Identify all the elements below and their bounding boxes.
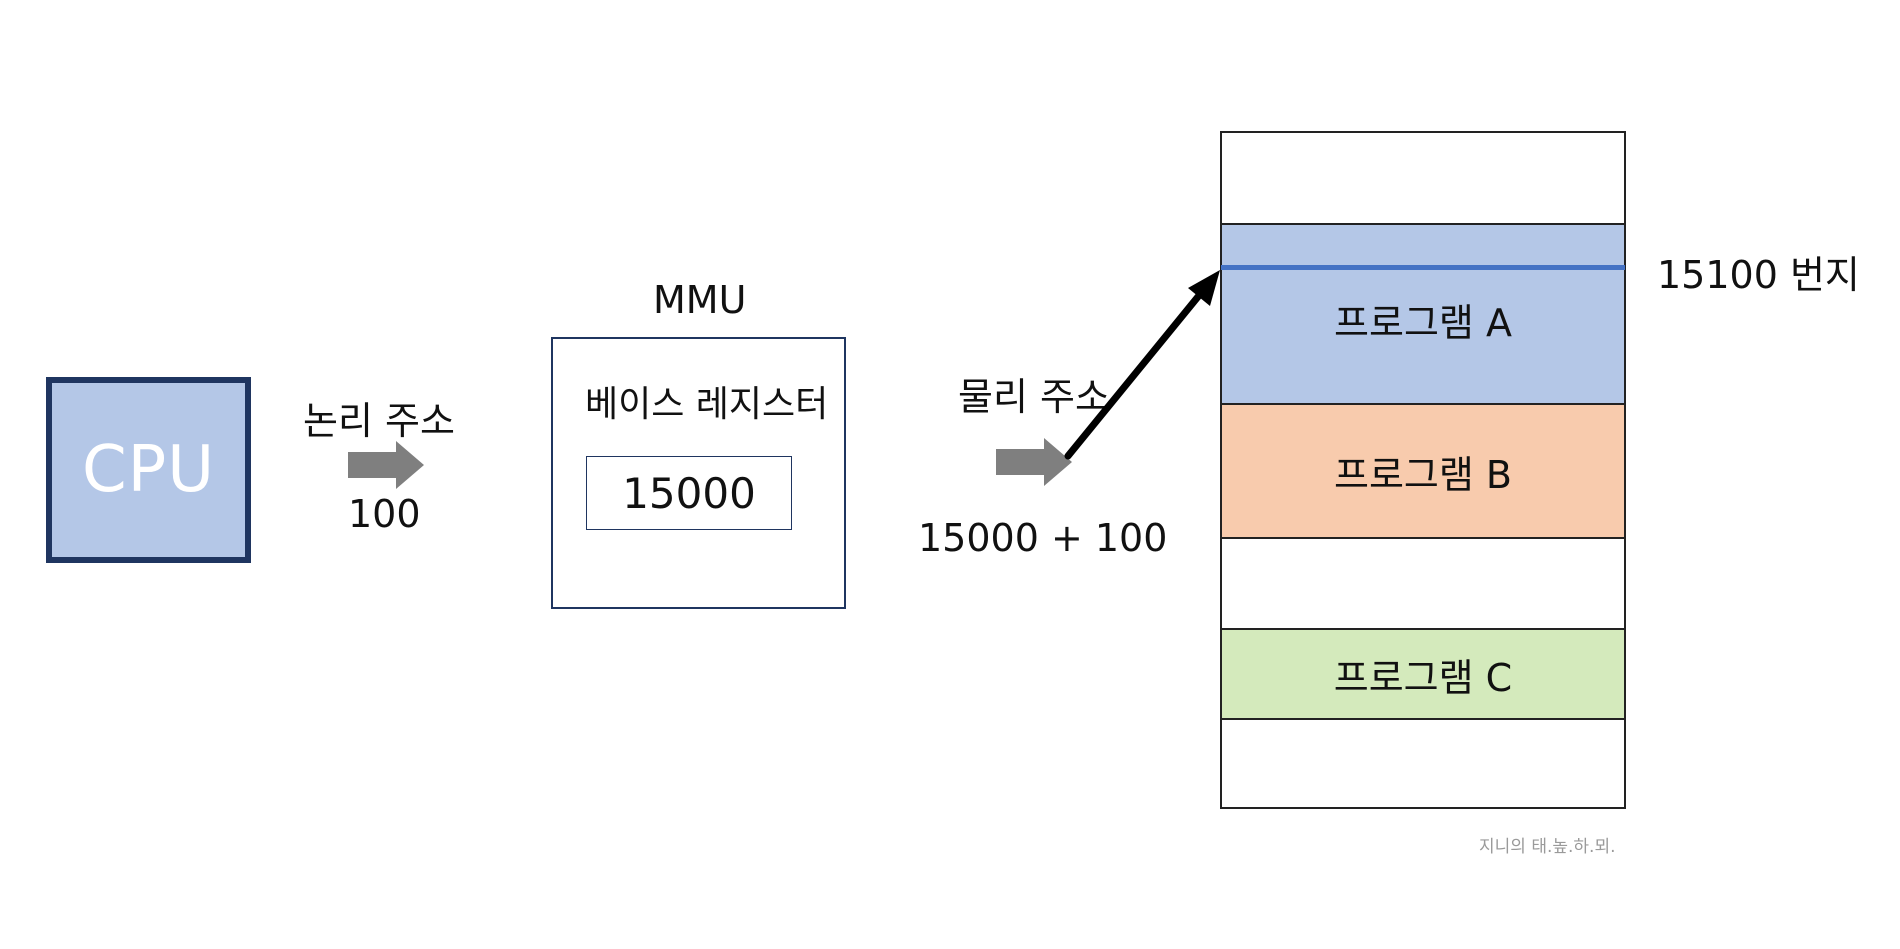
physical-address-expression: 15000 + 100 <box>918 516 1168 560</box>
arrow-right-icon <box>996 438 1072 486</box>
program-b-label: 프로그램 B <box>1334 452 1512 497</box>
mmu-title: MMU <box>653 278 747 322</box>
arrow-right-icon <box>348 441 424 489</box>
address-marker-label: 15100 번지 <box>1657 253 1860 297</box>
logical-address-value: 100 <box>348 492 421 536</box>
memory-segment-program-c: 프로그램 C <box>1220 628 1626 718</box>
pointer-arrow-icon <box>1064 270 1220 460</box>
memory-segment-program-a: 프로그램 A <box>1220 223 1626 403</box>
program-c-label: 프로그램 C <box>1333 655 1513 700</box>
memory-segment-empty-1 <box>1220 131 1626 223</box>
memory-segment-empty-3 <box>1220 718 1626 809</box>
cpu-box: CPU <box>46 377 251 563</box>
base-register-label: 베이스 레지스터 <box>585 384 829 425</box>
physical-address-title: 물리 주소 <box>958 375 1110 419</box>
logical-address-title: 논리 주소 <box>303 399 455 443</box>
memory-segment-program-b: 프로그램 B <box>1220 403 1626 537</box>
memory-segment-empty-2 <box>1220 537 1626 628</box>
cpu-label: CPU <box>81 433 216 507</box>
watermark: 지니의 태.높.하.뫼. <box>1479 837 1616 857</box>
base-register-value: 15000 <box>622 468 756 518</box>
program-a-label: 프로그램 A <box>1334 300 1512 345</box>
base-register-value-box: 15000 <box>586 456 792 530</box>
address-marker-line <box>1221 265 1625 270</box>
